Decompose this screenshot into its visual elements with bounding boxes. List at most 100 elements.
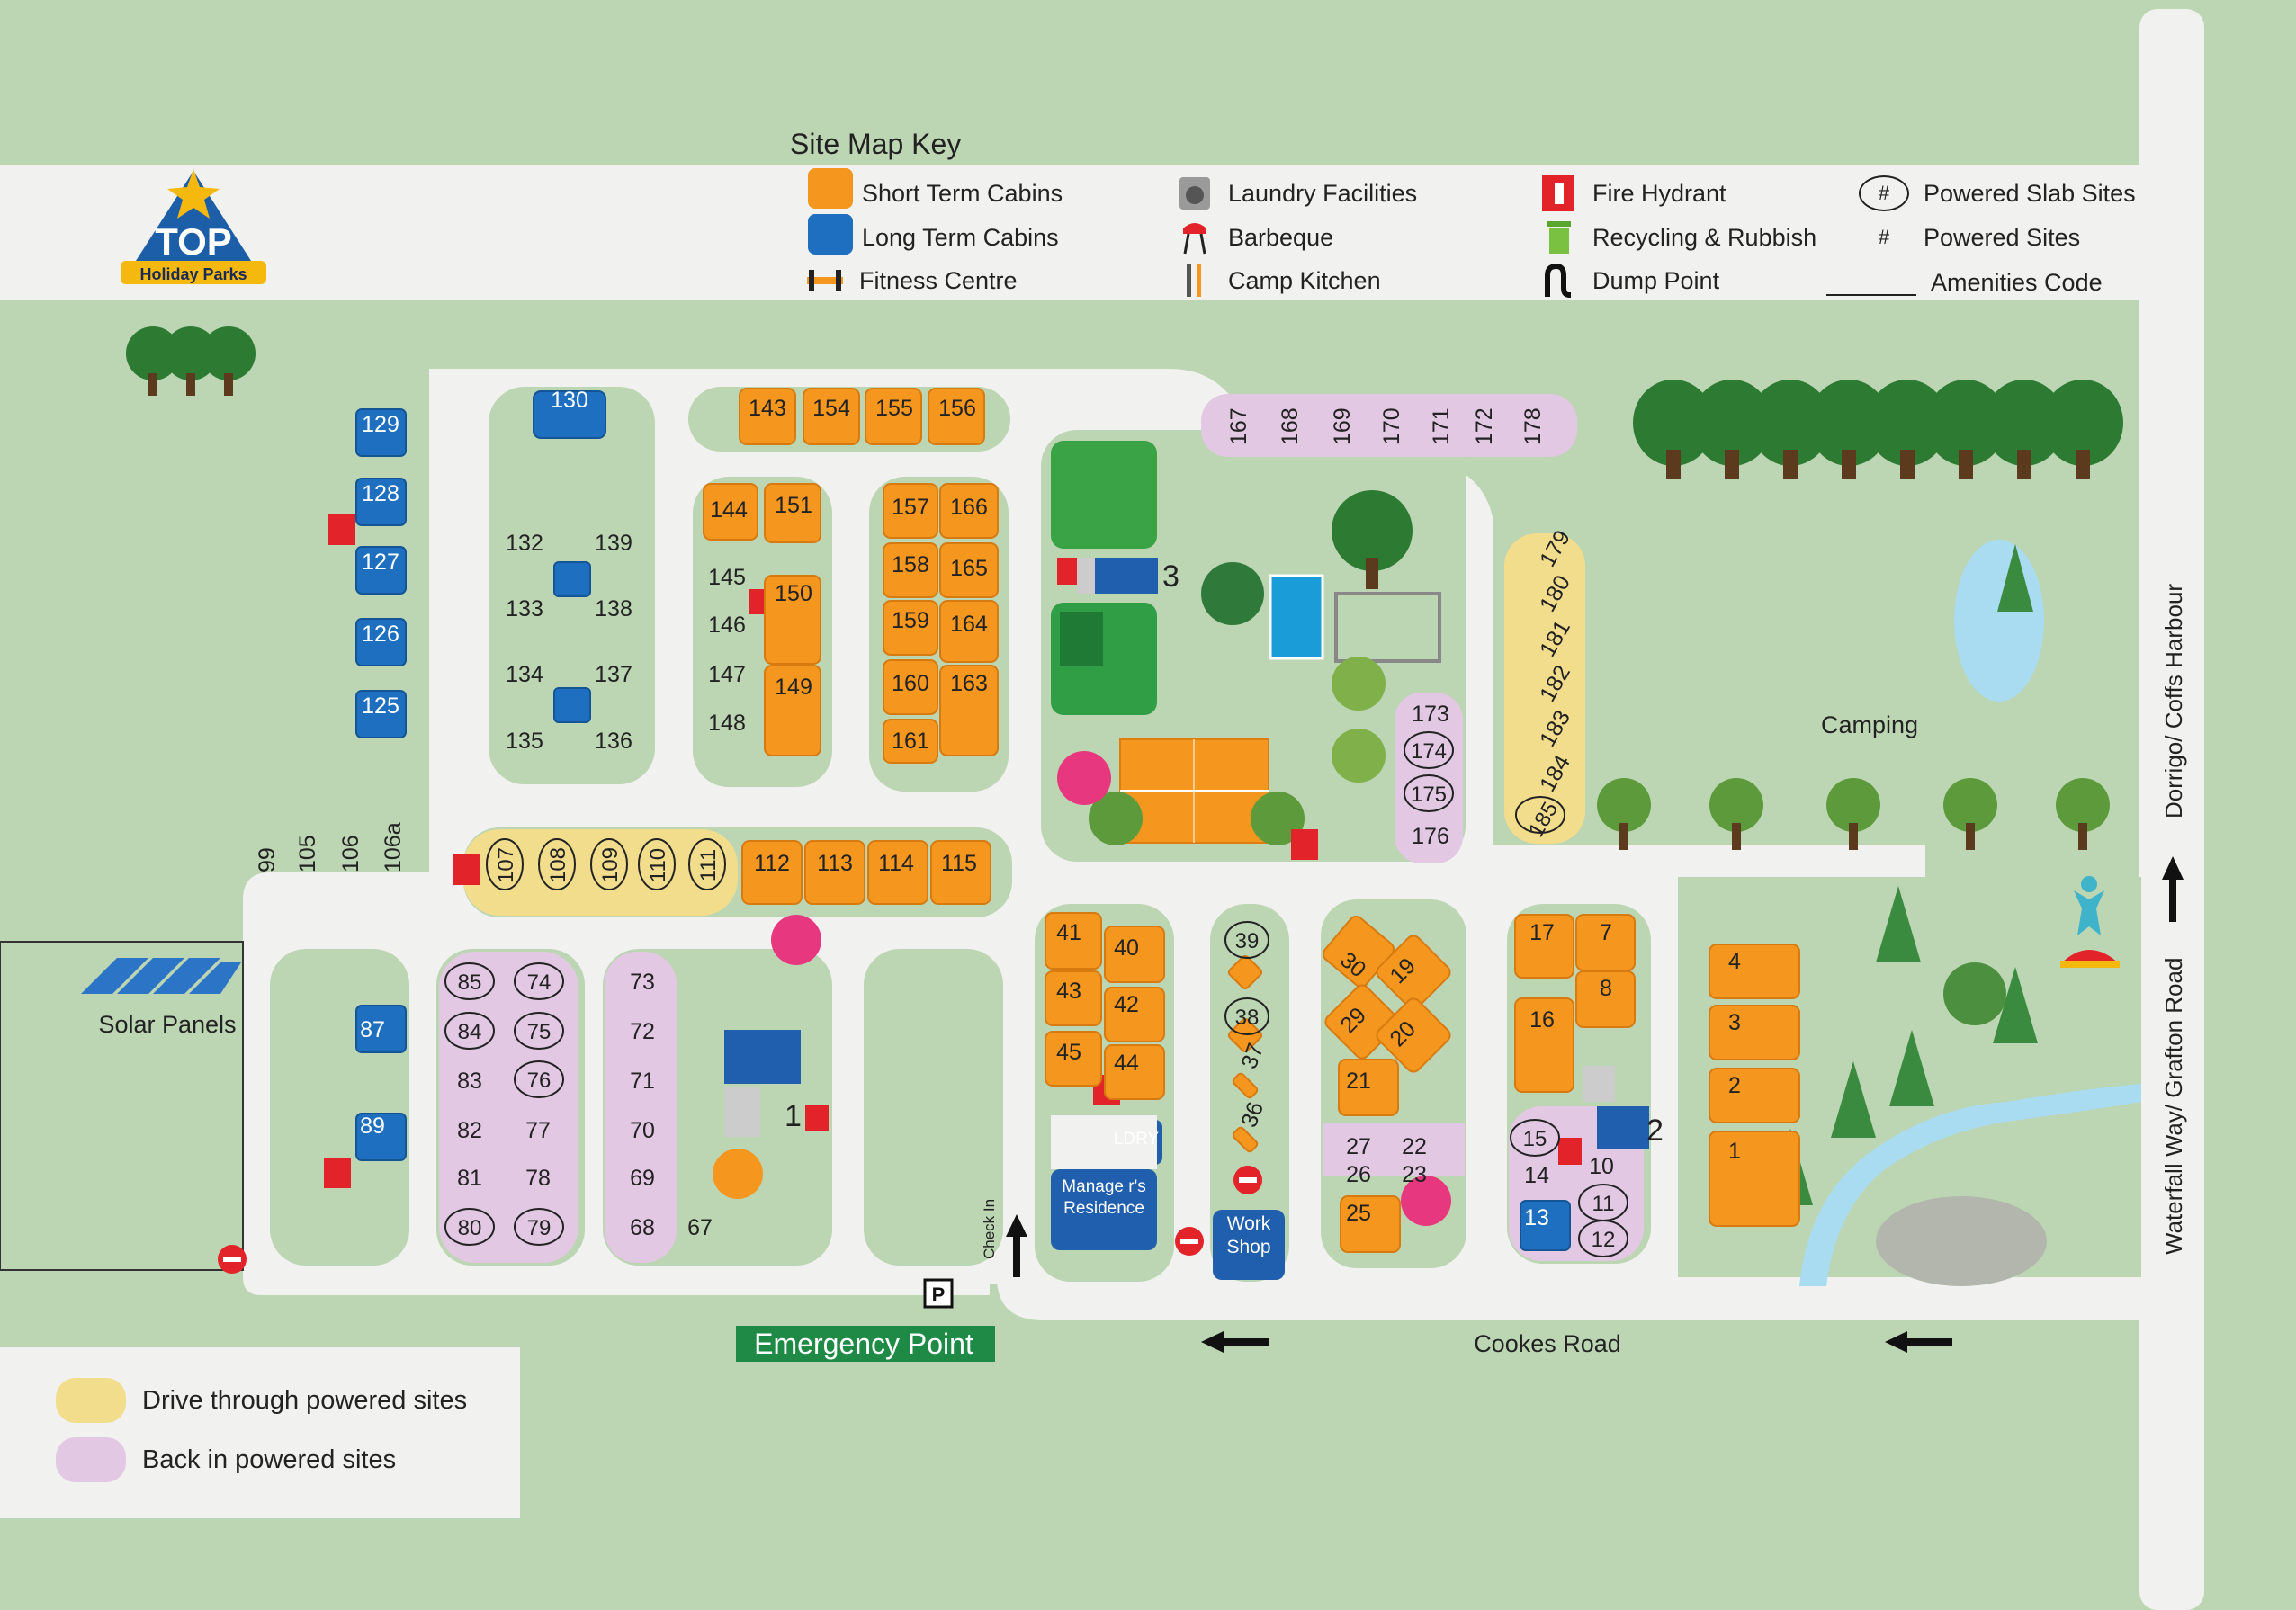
work-shop-block (1213, 1210, 1285, 1280)
svg-text:23: 23 (1402, 1162, 1427, 1187)
svg-text:75: 75 (527, 1020, 552, 1044)
dorrigo-label: Dorrigo/ Coffs Harbour (2160, 584, 2187, 818)
svg-text:79: 79 (527, 1216, 552, 1240)
svg-text:Holiday Parks: Holiday Parks (139, 265, 247, 283)
svg-text:174: 174 (1411, 739, 1447, 764)
orange-cabin-icon (808, 175, 848, 211)
key-long-term-cabins: Long Term Cabins (808, 219, 1059, 255)
svg-text:77: 77 (525, 1118, 551, 1143)
svg-text:106: 106 (338, 835, 363, 872)
cookes-road-label: Cookes Road (1474, 1330, 1621, 1357)
playground-icon (2060, 876, 2120, 968)
strip-85-79 (439, 952, 578, 1263)
amenity-1-label: 1 (785, 1099, 802, 1133)
svg-text:146: 146 (708, 613, 746, 638)
svg-text:71: 71 (630, 1069, 655, 1094)
underline-icon (1826, 264, 1916, 300)
utensils-icon (1174, 263, 1214, 299)
svg-text:127: 127 (362, 550, 399, 575)
swimming-pool (1269, 574, 1324, 660)
svg-text:17: 17 (1529, 920, 1555, 945)
svg-text:108: 108 (546, 847, 570, 883)
key-fitness-centre: Fitness Centre (805, 263, 1018, 299)
svg-text:163: 163 (950, 671, 988, 696)
svg-text:16: 16 (1529, 1007, 1555, 1033)
svg-text:82: 82 (457, 1118, 482, 1143)
svg-text:139: 139 (595, 531, 632, 556)
cookes-road (997, 1277, 2141, 1320)
conifer-trees (1768, 544, 2038, 1205)
svg-text:15: 15 (1523, 1127, 1547, 1151)
svg-text:159: 159 (892, 608, 929, 633)
bin-icon (1538, 219, 1578, 255)
svg-text:160: 160 (892, 671, 929, 696)
solar-lot (0, 941, 244, 1271)
svg-text:112: 112 (754, 851, 790, 876)
svg-text:27: 27 (1346, 1134, 1371, 1159)
svg-text:78: 78 (525, 1166, 551, 1191)
hash-icon: # (1878, 226, 1890, 248)
washing-machine-icon (1174, 175, 1214, 211)
svg-text:128: 128 (362, 481, 399, 506)
svg-text:154: 154 (812, 396, 850, 421)
svg-text:144: 144 (710, 497, 748, 523)
svg-text:170: 170 (1379, 407, 1404, 445)
svg-text:132: 132 (506, 531, 543, 556)
site-map-key-title: Site Map Key (790, 128, 962, 160)
waterfall-way-road (2139, 9, 2204, 1610)
svg-text:113: 113 (817, 851, 853, 876)
svg-text:148: 148 (708, 711, 746, 736)
drive-through-swatch (56, 1378, 126, 1423)
svg-text:3: 3 (1728, 1010, 1741, 1035)
svg-text:178: 178 (1520, 407, 1546, 445)
svg-text:135: 135 (506, 729, 543, 754)
strip-179-185 (1504, 533, 1585, 844)
amenity-2-label: 2 (1646, 1114, 1664, 1148)
svg-text:107: 107 (494, 847, 518, 883)
waterfall-way-label: Waterfall Way/ Grafton Road (2160, 958, 2187, 1255)
svg-text:169: 169 (1330, 407, 1355, 445)
svg-text:173: 173 (1412, 702, 1449, 727)
svg-text:69: 69 (630, 1166, 655, 1191)
amenity-block-2 (1583, 1066, 1649, 1149)
svg-text:11: 11 (1592, 1192, 1615, 1216)
short-term-cabins (703, 388, 1800, 1253)
ldry-label: LDRY (1114, 1130, 1160, 1149)
dumbbell-icon (805, 263, 845, 299)
svg-text:40: 40 (1114, 935, 1139, 961)
tree-cluster-top-left (126, 326, 256, 396)
svg-text:67: 67 (687, 1215, 713, 1240)
amenity-block-1 (724, 1030, 801, 1137)
key-amenities-code: Amenities Code (1826, 264, 2103, 300)
svg-text:7: 7 (1600, 920, 1612, 945)
road-arrows (1006, 856, 2184, 1353)
camping-label: Camping (1821, 711, 1918, 738)
work-shop-label: Work Shop (1226, 1213, 1271, 1257)
svg-text:39: 39 (1235, 929, 1260, 953)
svg-text:172: 172 (1472, 407, 1497, 445)
emergency-point (736, 1326, 995, 1362)
legend-drive-through: Drive through powered sites (56, 1378, 467, 1423)
svg-text:12: 12 (1592, 1228, 1616, 1252)
svg-text:1: 1 (1728, 1139, 1741, 1164)
svg-text:175: 175 (1411, 783, 1447, 807)
rec-trees (713, 490, 1451, 1226)
key-powered-slab: #Powered Slab Sites (1859, 175, 2136, 211)
svg-text:114: 114 (878, 851, 914, 876)
svg-text:84: 84 (458, 1020, 482, 1044)
svg-text:45: 45 (1056, 1040, 1081, 1065)
svg-text:125: 125 (362, 693, 399, 719)
svg-text:171: 171 (1429, 407, 1454, 445)
svg-text:13: 13 (1524, 1205, 1549, 1230)
svg-text:150: 150 (775, 581, 812, 606)
svg-text:105: 105 (295, 835, 320, 872)
svg-text:145: 145 (708, 565, 746, 590)
playground (1334, 592, 1441, 663)
svg-text:80: 80 (458, 1216, 482, 1240)
svg-text:73: 73 (630, 970, 655, 995)
svg-text:115: 115 (941, 851, 977, 876)
key-fire-hydrant: Fire Hydrant (1538, 175, 1726, 211)
svg-text:109: 109 (598, 847, 623, 883)
solar-panels-graphic (81, 958, 241, 994)
